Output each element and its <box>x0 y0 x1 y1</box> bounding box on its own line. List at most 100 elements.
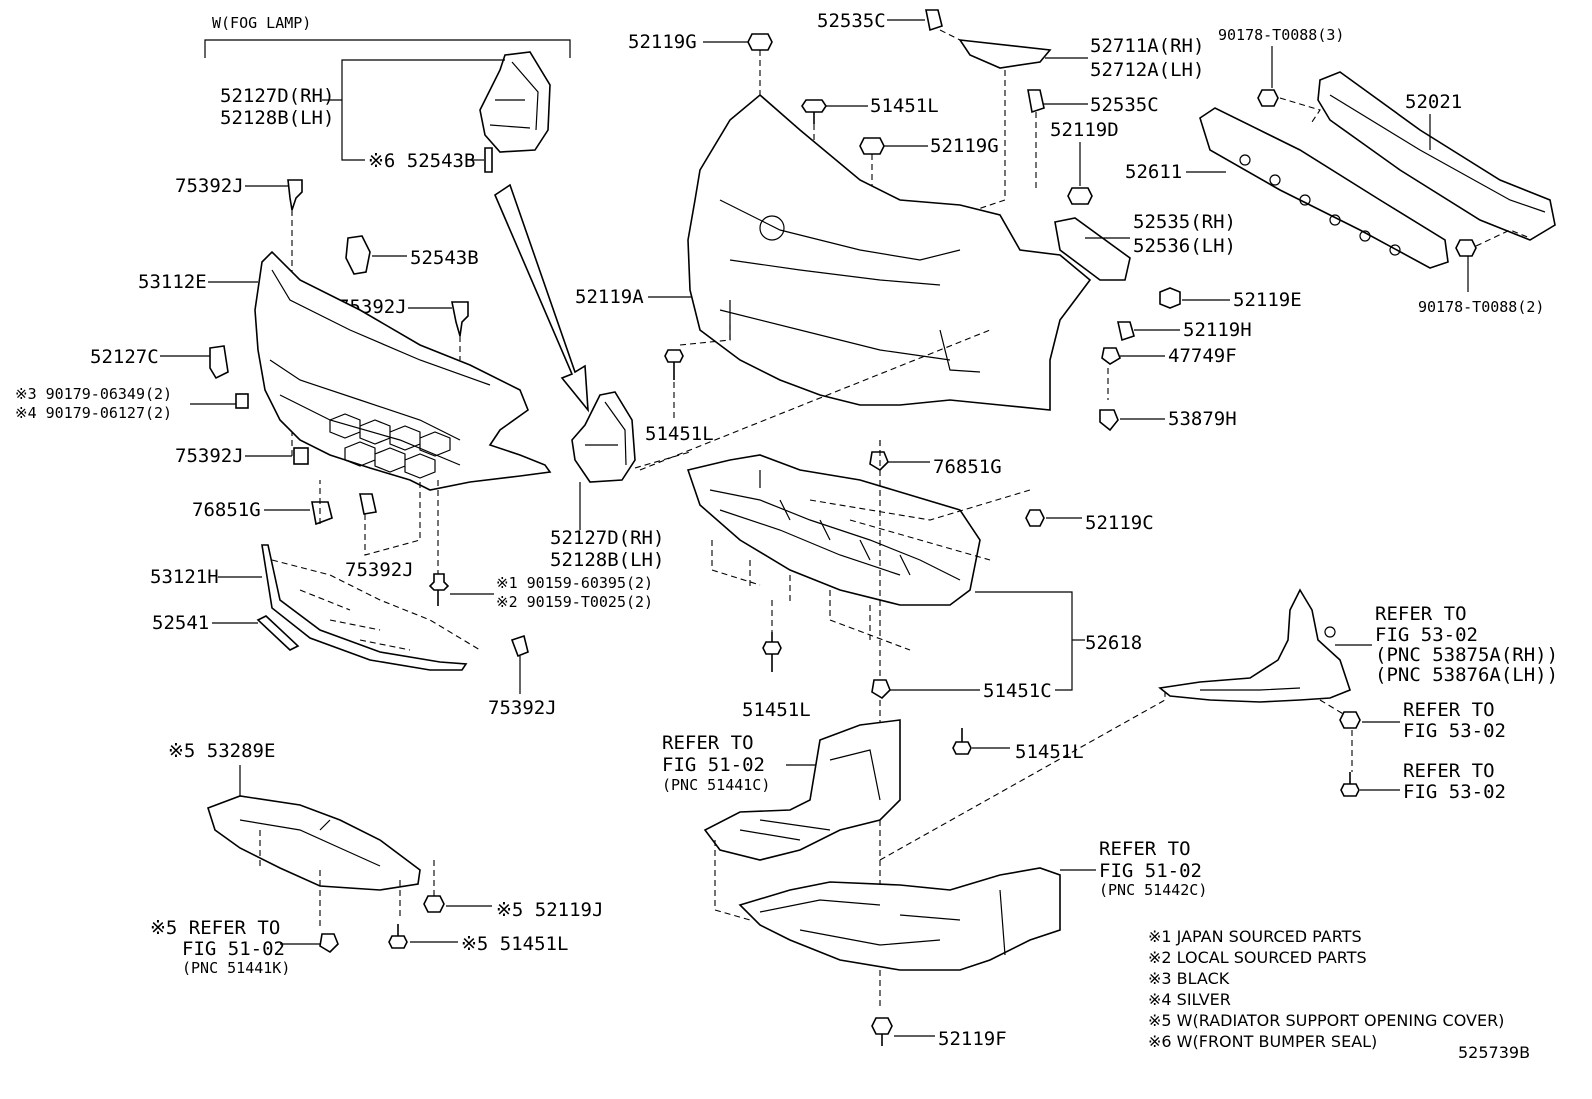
bolt-51451l-e <box>388 924 408 949</box>
label-52127d-b: 52127D(RH) <box>550 527 664 549</box>
note-5: ※5 W(RADIATOR SUPPORT OPENING COVER) <box>1148 1011 1504 1030</box>
label-52541: 52541 <box>152 612 209 634</box>
label-52127c: 52127C <box>90 346 159 368</box>
label-52543b-top: ※6 52543B <box>368 150 475 172</box>
ref-51442c-line3: (PNC 51442C) <box>1099 881 1207 899</box>
nut-90179 <box>235 393 249 409</box>
label-52021: 52021 <box>1405 91 1462 113</box>
molding-53121h <box>261 544 468 671</box>
reinforcement-52021 <box>1317 71 1556 241</box>
label-53112e: 53112E <box>138 271 207 293</box>
bolt-51451l-a <box>664 349 684 380</box>
seal-52543b <box>345 235 371 275</box>
retainer-52711a <box>958 39 1052 69</box>
clip-53879h <box>1099 409 1119 432</box>
label-51451l-c: 51451L <box>742 699 811 721</box>
screw-52119f <box>871 1017 893 1046</box>
ref-51441k-line3: (PNC 51441K) <box>182 959 290 977</box>
label-52536: 52536(LH) <box>1133 235 1236 257</box>
notes-legend: ※1 JAPAN SOURCED PARTS ※2 LOCAL SOURCED … <box>1148 927 1530 1062</box>
bumper-cover-group: 52535C 52711A(RH) 52712A(LH) 52119G 5145… <box>575 9 1302 445</box>
ref-51441k-line2: FIG 51-02 <box>182 938 285 960</box>
label-52712a: 52712A(LH) <box>1090 59 1204 81</box>
label-75392j-d: 75392J <box>345 559 414 581</box>
label-51451l-d: 51451L <box>1015 741 1084 763</box>
note-4: ※4 SILVER <box>1148 990 1231 1009</box>
screw-52119d <box>1067 187 1093 205</box>
ref-53875-line1: REFER TO <box>1375 603 1467 625</box>
under-cover-51442c <box>738 867 1061 971</box>
grille-53112e <box>254 250 552 491</box>
ref-5302a-line1: REFER TO <box>1403 699 1495 721</box>
label-52128b-b: 52128B(LH) <box>550 549 664 571</box>
note-2: ※2 LOCAL SOURCED PARTS <box>1148 948 1367 967</box>
ref-51442c-line1: REFER TO <box>1099 838 1191 860</box>
note-6: ※6 W(FRONT BUMPER SEAL) <box>1148 1032 1377 1051</box>
radiator-cover-group: ※5 53289E ※5 52119J ※5 51451L ※5 REFER T… <box>150 740 603 977</box>
label-52119f: 52119F <box>938 1028 1007 1050</box>
ref-51441c-line1: REFER TO <box>662 732 754 754</box>
fender-liner-part <box>1158 588 1351 703</box>
nut-90178-a <box>1257 89 1279 107</box>
ref-53875-line4: (PNC 53876A(LH)) <box>1375 664 1558 686</box>
retainer-52535 <box>1054 217 1131 281</box>
clip-51441k <box>319 933 339 954</box>
label-52119j: ※5 52119J <box>496 899 603 921</box>
label-90159-a: ※1 90159-60395(2) <box>496 574 653 592</box>
fog-lamp-bracket-group: W(FOG LAMP) 52127D(RH) 52128B(LH) ※6 525… <box>15 14 691 719</box>
nut-90178-b <box>1455 239 1477 257</box>
label-90178-a: 90178-T0088(3) <box>1218 26 1344 44</box>
ref-5302a-line2: FIG 53-02 <box>1403 720 1506 742</box>
note-3: ※3 BLACK <box>1148 969 1230 988</box>
clip-52119c <box>1025 509 1045 527</box>
bumper-seal-part <box>484 147 493 173</box>
bolt-51451l-d <box>952 728 972 755</box>
part-52127c <box>209 345 229 380</box>
label-52119g-a: 52119G <box>628 31 697 53</box>
label-52119c: 52119C <box>1085 512 1154 534</box>
reinforcement-group: 90178-T0088(3) 52021 52611 90178-T0088(2… <box>1125 26 1556 316</box>
label-52119a: 52119A <box>575 286 644 308</box>
screw-52119j <box>423 895 445 913</box>
label-90159-b: ※2 90159-T0025(2) <box>496 593 653 611</box>
ref-51441c-line3: (PNC 51441C) <box>662 776 770 794</box>
label-52535c-b: 52535C <box>1090 94 1159 116</box>
ref-51441k-line1: ※5 REFER TO <box>150 917 280 939</box>
part-52541 <box>256 615 300 651</box>
label-76851g-b: 76851G <box>933 456 1002 478</box>
label-51451l-b: 51451L <box>870 95 939 117</box>
label-47749f: 47749F <box>1168 345 1237 367</box>
label-52711a: 52711A(RH) <box>1090 35 1204 57</box>
label-52543b: 52543B <box>410 247 479 269</box>
label-52611: 52611 <box>1125 161 1182 183</box>
label-52119h: 52119H <box>1183 319 1252 341</box>
screw-52119g-a <box>747 33 773 51</box>
fog-lamp-heading: W(FOG LAMP) <box>212 14 311 32</box>
nut-47749f <box>1101 347 1121 365</box>
fog-lamp-bracket-part <box>479 51 551 153</box>
bumper-cover-52119a <box>687 93 1092 411</box>
fog-lamp-bracket-lower <box>571 391 636 483</box>
clip-75392j-c <box>293 447 309 465</box>
ref-53875-line2: FIG 53-02 <box>1375 624 1478 646</box>
label-51451l-e: ※5 51451L <box>461 933 568 955</box>
label-51451c: 51451C <box>983 680 1052 702</box>
fender-liner-group: REFER TO FIG 53-02 (PNC 53875A(RH)) (PNC… <box>1158 588 1558 803</box>
ref-51441c-line2: FIG 51-02 <box>662 754 765 776</box>
label-52119d: 52119D <box>1050 119 1119 141</box>
clip-76851g-b <box>869 451 889 472</box>
label-52128b: 52128B(LH) <box>220 107 334 129</box>
screw-52119g-b <box>859 137 885 155</box>
clip-75392j-d <box>359 493 377 515</box>
ref-51442c-line2: FIG 51-02 <box>1099 860 1202 882</box>
bolt-51451l-c <box>762 632 782 672</box>
label-52119g-b: 52119G <box>930 135 999 157</box>
clip-75392j-e <box>510 634 529 658</box>
label-51451l-a: 51451L <box>645 423 714 445</box>
note-1: ※1 JAPAN SOURCED PARTS <box>1148 927 1362 946</box>
clip-76851g-a <box>311 501 333 526</box>
ref-53875-line3: (PNC 53875A(RH)) <box>1375 644 1558 666</box>
clip-51451c <box>871 679 891 700</box>
assembly-arrow <box>494 183 589 413</box>
